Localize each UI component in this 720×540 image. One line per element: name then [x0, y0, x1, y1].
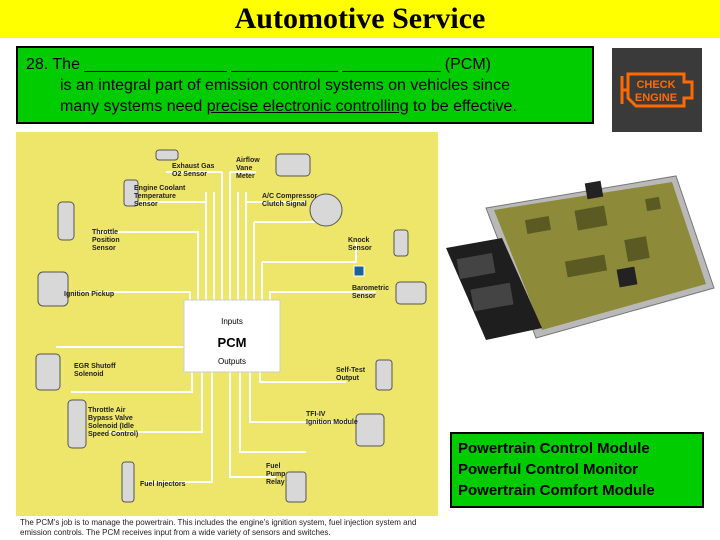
label-tab-3: Solenoid (Idle: [88, 423, 134, 430]
answer-option-1[interactable]: Powertrain Control Module: [458, 440, 650, 457]
answer-options-box: Powertrain Control Module Powerful Contr…: [450, 432, 704, 508]
label-tfi-2: Ignition Module: [306, 419, 358, 426]
label-airflow-1: Airflow: [236, 157, 260, 164]
pcm-inputs-label: Inputs: [221, 317, 243, 326]
label-fuel-pump-3: Relay: [266, 479, 285, 486]
question-line-1: 28. The ________________ ____________ __…: [26, 56, 491, 73]
pcm-diagram-svg: Inputs PCM Outputs Exhaust Gas O2 Sensor…: [16, 132, 438, 516]
label-selftest-1: Self-Test: [336, 367, 366, 374]
label-airflow-2: Vane: [236, 165, 252, 172]
check-engine-light-image: CHECK ENGINE: [612, 48, 702, 132]
label-tfi-1: TFI-IV: [306, 411, 326, 418]
label-knock-2: Sensor: [348, 245, 372, 252]
question-box: 28. The ________________ ____________ __…: [16, 46, 594, 124]
label-selftest-2: Output: [336, 375, 360, 382]
question-line-3-start: many systems need: [60, 98, 207, 115]
caption-line-1: The PCM's job is to manage the powertrai…: [20, 518, 417, 527]
label-fuel-injectors: Fuel Injectors: [140, 481, 186, 488]
check-engine-line-2: ENGINE: [635, 92, 677, 104]
label-airflow-3: Meter: [236, 173, 255, 180]
pcm-circuit-board-image: [446, 168, 718, 346]
label-coolant-3: Sensor: [134, 201, 158, 208]
label-ac-1: A/C Compressor: [262, 193, 318, 200]
check-engine-icon: CHECK ENGINE: [612, 48, 702, 132]
check-engine-line-1: CHECK: [636, 79, 675, 91]
diagram-caption: The PCM's job is to manage the powertrai…: [20, 518, 440, 538]
question-line-3: many systems need precise electronic con…: [26, 96, 584, 117]
label-baro-2: Sensor: [352, 293, 376, 300]
question-line-2: is an integral part of emission control …: [60, 77, 510, 94]
title-bar: Automotive Service: [0, 0, 720, 38]
page-title: Automotive Service: [234, 2, 486, 35]
label-knock-1: Knock: [348, 237, 370, 244]
pcm-board-icon: [446, 175, 715, 340]
answer-option-3[interactable]: Powertrain Comfort Module: [458, 482, 655, 499]
label-tab-2: Bypass Valve: [88, 415, 133, 422]
question-line-3-end: to be effective.: [408, 98, 517, 115]
label-egr-1: EGR Shutoff: [74, 363, 116, 370]
label-throttle-2: Position: [92, 237, 120, 244]
label-ignition-pickup: Ignition Pickup: [64, 291, 114, 298]
label-tab-4: Speed Control): [88, 431, 138, 438]
pcm-label: PCM: [218, 335, 247, 350]
label-baro-1: Barometric: [352, 285, 389, 292]
label-fuel-pump-2: Pump: [266, 471, 285, 478]
answer-option-2[interactable]: Powerful Control Monitor: [458, 461, 638, 478]
label-ac-2: Clutch Signal: [262, 201, 307, 208]
label-egr-2: Solenoid: [74, 371, 104, 378]
label-coolant-1: Engine Coolant: [134, 185, 186, 192]
label-fuel-pump-1: Fuel: [266, 463, 280, 470]
pcm-diagram: Inputs PCM Outputs Exhaust Gas O2 Sensor…: [16, 132, 438, 516]
link-icon[interactable]: [353, 265, 365, 277]
label-throttle-1: Throttle: [92, 229, 118, 236]
label-tab-1: Throttle Air: [88, 407, 126, 414]
label-throttle-3: Sensor: [92, 245, 116, 252]
label-exhaust-gas-1: Exhaust Gas: [172, 163, 215, 170]
pcm-outputs-label: Outputs: [218, 357, 246, 366]
question-underlined-phrase: precise electronic controlling: [206, 98, 409, 115]
caption-line-2: emission controls. The PCM receives inpu…: [20, 528, 331, 537]
label-exhaust-gas-2: O2 Sensor: [172, 171, 207, 178]
label-coolant-2: Temperature: [134, 193, 176, 200]
